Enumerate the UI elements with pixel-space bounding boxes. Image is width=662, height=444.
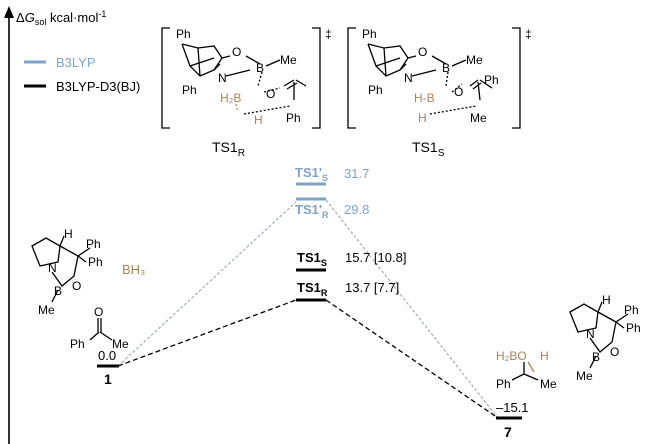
ts1r-atom-n: N (218, 71, 227, 85)
connector-tsr-prime-product (325, 199, 499, 419)
alkoxide-atom-ph: Ph (496, 377, 511, 391)
ts1s-atom-o2: O (454, 85, 463, 99)
catalyst-atom-h: H (602, 293, 611, 307)
ts1r-atom-b: B (256, 61, 264, 75)
catalyst-atom-ph2: Ph (88, 255, 103, 269)
alkoxide-h2bo: H₂BO (496, 349, 527, 363)
ts1r-atom-ph-top: Ph (176, 27, 191, 41)
level-label: TS1S (297, 250, 327, 268)
level-product: –15.1 7 (496, 400, 529, 440)
catalyst-atom-h: H (64, 227, 73, 241)
level-label: 1 (104, 371, 112, 387)
connector-start-tsr (117, 299, 297, 367)
ts1s-atom-h: H (418, 111, 427, 125)
level-label: TS1'R (295, 202, 329, 220)
ts1r-atom-h: H (254, 113, 263, 127)
legend-label-b3lyp: B3LYP (56, 55, 96, 70)
ts1s-atom-me2: Me (470, 111, 487, 125)
ts1r-atom-me: Me (280, 53, 297, 67)
ts1r-atom-o2: O (266, 87, 275, 101)
ketone-atom-me: Me (112, 337, 129, 351)
level-value: 15.7 [10.8] (345, 250, 406, 265)
catalyst-atom-me: Me (576, 369, 593, 383)
level-value: 31.7 (344, 166, 369, 181)
catalyst-atom-b: B (54, 284, 62, 298)
ketone-atom-o: O (94, 305, 103, 319)
ts1s-atom-ph-bottom: Ph (368, 83, 383, 97)
y-axis-label: ΔGsol kcal·mol-1 (16, 9, 106, 27)
ketone-structure: O Ph Me (70, 305, 129, 351)
ts1s-atom-me: Me (466, 53, 483, 67)
level-ts-s-prime: TS1'S 31.7 (295, 165, 369, 186)
ts1r-dagger: ‡ (325, 27, 332, 41)
ts1s-atom-ph-top: Ph (362, 27, 377, 41)
ts1r-atom-ph-bottom: Ph (182, 83, 197, 97)
ts1s-atom-hb: H-B (414, 91, 435, 105)
catalyst-atom-n: N (48, 261, 57, 275)
level-label: TS1R (297, 280, 328, 298)
level-value: 13.7 [7.7] (345, 280, 399, 295)
ts1r-atom-ph-right: Ph (286, 111, 301, 125)
level-ts-r-prime: TS1'R 29.8 (295, 197, 369, 220)
catalyst-atom-b: B (592, 350, 600, 364)
ts1s-atom-ph-right: Ph (484, 73, 499, 87)
ts1s-atom-n: N (404, 71, 413, 85)
level-value: –15.1 (496, 400, 529, 415)
connectors (117, 199, 499, 419)
level-value: 29.8 (344, 202, 369, 217)
legend: B3LYP B3LYP-D3(BJ) (24, 55, 140, 94)
ts1s-dagger: ‡ (525, 27, 532, 41)
catalyst-atom-ph2: Ph (626, 321, 641, 335)
ts1r-atom-h2b: H₂B (220, 91, 241, 105)
connector-tsr-product (325, 299, 499, 419)
ts1r-atom-o: O (232, 45, 241, 59)
alkoxide-atom-h: H (540, 349, 549, 363)
catalyst-atom-me: Me (38, 303, 55, 317)
right-bracket (312, 27, 321, 129)
left-bracket (161, 27, 170, 129)
catalyst-atom-n: N (586, 327, 595, 341)
y-axis (4, 6, 14, 444)
alkoxide-structure: H₂BO H Ph Me (496, 349, 557, 391)
ts1s-atom-b: B (442, 61, 450, 75)
catalyst-atom-ph1: Ph (86, 237, 101, 251)
catalyst-atom-o: O (72, 279, 81, 293)
left-catalyst-structure: H Ph Ph N B O Me (31, 227, 103, 317)
alkoxide-atom-me: Me (540, 377, 557, 391)
right-bracket (512, 27, 521, 129)
borane-formula: BH₃ (122, 262, 145, 277)
ts1s-label: TS1S (412, 139, 445, 159)
ts1r-structure: ‡ Ph O B Me N Ph H₂B O Ph H TS1R (161, 27, 332, 159)
level-label: TS1'S (295, 165, 328, 183)
level-start: 0.0 1 (97, 348, 119, 387)
left-bracket (347, 27, 356, 129)
level-label: 7 (504, 424, 512, 440)
ts1s-atom-o: O (418, 45, 427, 59)
catalyst-atom-ph1: Ph (624, 303, 639, 317)
ketone-atom-ph: Ph (70, 337, 85, 351)
level-value: 0.0 (98, 348, 116, 363)
catalyst-atom-o: O (610, 345, 619, 359)
ts1s-structure: ‡ Ph O B Me N Ph H-B O Ph H Me TS1S (347, 27, 532, 159)
level-ts-s: TS1S 15.7 [10.8] (296, 250, 406, 272)
level-ts-r: TS1R 13.7 [7.7] (296, 280, 399, 302)
right-catalyst-structure: H Ph Ph N B O Me (569, 293, 641, 383)
connector-start-tsr-prime (117, 201, 297, 367)
ts1r-label: TS1R (212, 139, 245, 159)
legend-label-d3bj: B3LYP-D3(BJ) (56, 79, 140, 94)
axis-arrow-icon (4, 6, 14, 18)
